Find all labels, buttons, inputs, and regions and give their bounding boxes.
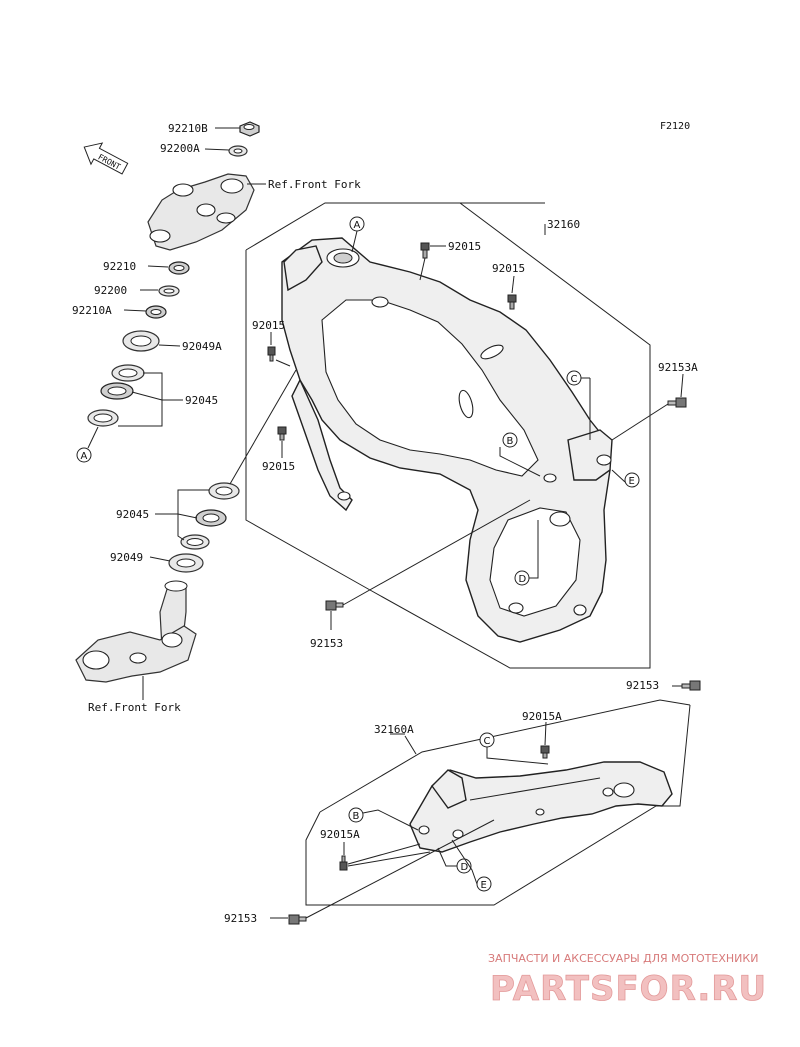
locknut-92210a (145, 305, 167, 319)
washer-92200a (228, 145, 248, 157)
label-92045-lower: 92045 (116, 508, 149, 521)
upper-triple-clamp (147, 173, 255, 251)
callout-b-sub-label: B (353, 811, 360, 822)
callout-d-sub-label: D (461, 862, 469, 873)
label-92200: 92200 (94, 284, 127, 297)
label-92210a: 92210A (72, 304, 112, 317)
label-92210: 92210 (103, 260, 136, 273)
label-92049: 92049 (110, 551, 143, 564)
label-92015a-left: 92015A (320, 828, 360, 841)
callout-a-left (76, 447, 92, 463)
seal-92049a (122, 330, 160, 352)
label-92153-bottom: 92153 (224, 912, 257, 925)
callout-b-sub (348, 807, 364, 823)
callout-c-sub-label: C (484, 736, 491, 747)
figure-code: F2120 (660, 121, 690, 132)
label-92045-upper: 92045 (185, 394, 218, 407)
callout-b-frame-label: B (507, 436, 514, 447)
bearing-92045-lower (180, 482, 240, 550)
bolt-92015a-right (540, 745, 550, 759)
label-92153a: 92153A (658, 361, 698, 374)
label-32160: 32160 (547, 218, 580, 231)
washer-92200 (158, 285, 180, 297)
bolt-92015-lower (277, 426, 287, 441)
label-ref-front-fork-bottom: Ref.Front Fork (88, 701, 181, 714)
callout-d-frame-label: D (519, 574, 527, 585)
callout-e-frame-label: E (629, 476, 635, 487)
label-92015a-right: 92015A (522, 710, 562, 723)
bearing-92045-upper (87, 364, 145, 427)
callout-c-frame-label: C (571, 374, 578, 385)
label-92015-right: 92015 (492, 262, 525, 275)
callout-b-frame (502, 432, 518, 448)
label-92210b: 92210B (168, 122, 208, 135)
sub-frame (409, 761, 673, 853)
label-92049a: 92049A (182, 340, 222, 353)
watermark-logo: PARTSFOR.RU (490, 969, 767, 1009)
bolt-92153a (667, 397, 687, 408)
bolt-92153-right (681, 680, 701, 691)
lower-triple-clamp-stem (75, 580, 197, 683)
main-frame (281, 237, 613, 643)
label-92153-right: 92153 (626, 679, 659, 692)
bolt-92015-right (507, 294, 517, 310)
label-92200a: 92200A (160, 142, 200, 155)
callout-a-left-label: A (81, 451, 88, 462)
label-ref-front-fork-top: Ref.Front Fork (268, 178, 361, 191)
seal-92049 (168, 553, 204, 573)
callout-a-frame-label: A (354, 220, 361, 231)
front-arrow-icon: FRONT (83, 142, 129, 175)
locknut-92210 (168, 261, 190, 275)
label-92015-top: 92015 (448, 240, 481, 253)
nut-92210b (239, 121, 260, 137)
bolt-92015-top (420, 242, 430, 259)
label-32160a: 32160A (374, 723, 414, 736)
bolt-92015-left (267, 346, 276, 362)
callout-e-frame (624, 472, 640, 488)
callout-e-sub-label: E (481, 880, 487, 891)
label-92153-mid: 92153 (310, 637, 343, 650)
bolt-92015a-left (339, 855, 348, 871)
label-92015-left: 92015 (252, 319, 285, 332)
watermark-tagline: ЗАПЧАСТИ И АКСЕССУАРЫ ДЛЯ МОТОТЕХНИКИ (488, 952, 758, 965)
bolt-92153-mid (325, 600, 344, 611)
bolt-92153-bottom (288, 914, 307, 925)
label-92015-lower: 92015 (262, 460, 295, 473)
